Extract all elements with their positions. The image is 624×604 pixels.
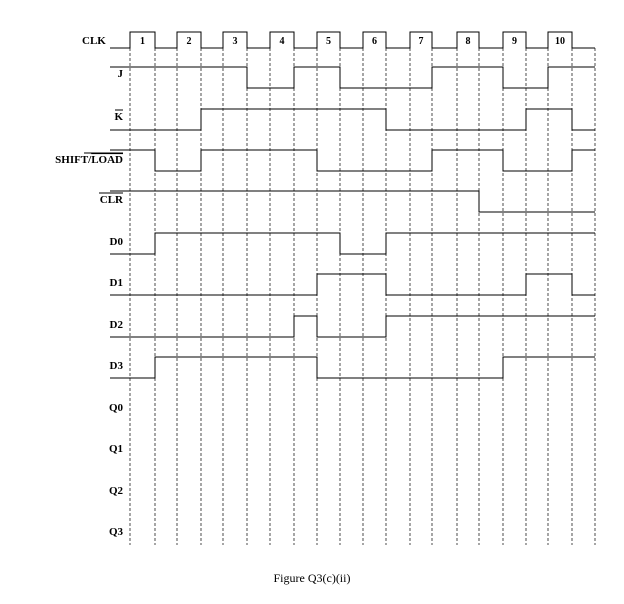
clk-pulse-number: 8 [466,36,471,47]
clr-waveform [110,190,595,213]
clk-pulse-number: 5 [326,36,331,47]
clk-pulse-number: 6 [372,36,377,47]
clk-pulse-number: 3 [233,36,238,47]
shift-load-waveform [110,149,595,172]
clk-waveform [110,31,595,49]
d0-label: D0 [110,236,124,248]
clk-pulse-number: 10 [555,36,565,47]
d2-label: D2 [110,319,124,331]
d0-waveform [110,232,595,255]
clr-label: CLR [100,194,124,206]
clk-pulse-number: 9 [512,36,517,47]
q0-label: Q0 [109,402,124,414]
clk-label: CLK [82,35,106,47]
q1-label: Q1 [109,443,123,455]
d1-label: D1 [110,277,123,289]
shift-load-label: SHIFT/LOAD [55,154,123,166]
j-label: J [118,68,124,80]
clk-pulse-number: 4 [280,36,285,47]
d1-waveform [110,273,595,296]
d3-label: D3 [110,360,124,372]
k-waveform [110,108,595,131]
k-label: K [114,111,123,123]
j-waveform [110,66,595,89]
figure-caption: Figure Q3(c)(ii) [273,571,351,585]
clk-pulse-number: 1 [140,36,145,47]
q3-label: Q3 [109,526,124,538]
clk-pulse-number: 7 [419,36,424,47]
q2-label: Q2 [109,485,124,497]
clk-pulse-number: 2 [187,36,192,47]
d2-waveform [110,315,595,338]
d3-waveform [110,356,595,379]
